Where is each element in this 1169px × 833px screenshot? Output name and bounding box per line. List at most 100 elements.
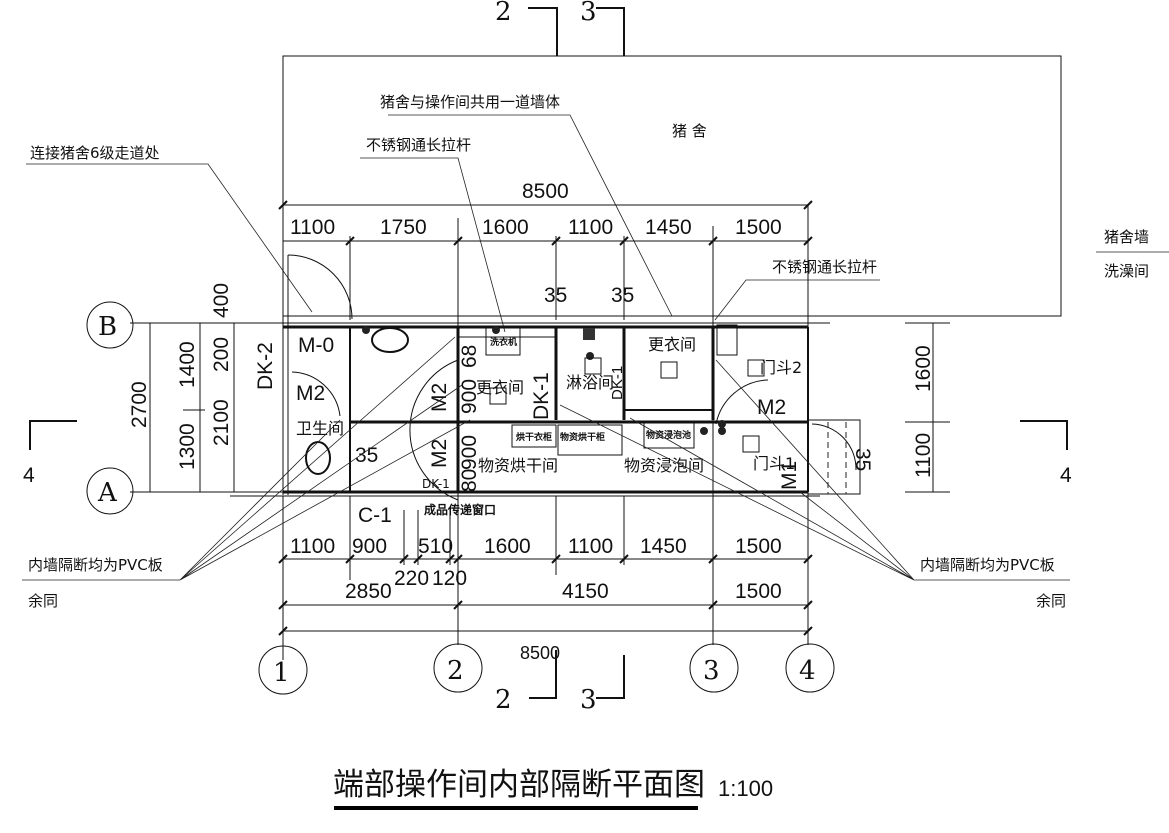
room-toilet: 卫生间 [296, 419, 344, 438]
disinfect-mat-icon [716, 324, 738, 356]
opening-m2-lower: M2 [428, 439, 451, 468]
doors [287, 254, 857, 501]
sink-icon [371, 327, 409, 353]
door-swing-m2-center [409, 359, 459, 501]
annotation-text: 猪舍与操作间共用一道墙体 [380, 93, 560, 111]
dim-top-small: 35 [611, 284, 634, 307]
pig-house-label: 猪 舍 [672, 122, 707, 140]
axis-3: 3 [689, 643, 739, 693]
washer-box [485, 326, 521, 356]
dim-inner: 900 [458, 435, 481, 470]
dim-bottom-seg: 1100 [290, 535, 335, 558]
floor-drain-icon [492, 326, 500, 334]
opening-dk1-window: DK-1 [422, 477, 450, 491]
door-swing-m0 [287, 254, 353, 320]
axis-1: 1 [258, 631, 308, 695]
section-mark-top: 2 3 [495, 0, 625, 56]
dim-top-seg: 1750 [380, 216, 427, 239]
left-dimension-chain: 2700 1400 1300 400 200 2100 [128, 283, 283, 493]
dim-right: 1100 [912, 433, 935, 478]
section-mark-bottom: 2 3 [495, 650, 625, 715]
section-label-left: 4 [23, 464, 35, 487]
partition-leaders-right: 内墙隔断均为PVC板 余同 [559, 359, 1070, 610]
section-label-bottom-right: 3 [580, 685, 597, 715]
dim-top-total: 8500 [522, 180, 569, 203]
dim-top-seg: 1600 [482, 216, 529, 239]
room-shower: 淋浴间 [566, 373, 614, 392]
annotation-text: 洗澡间 [1104, 262, 1149, 280]
fixture-pass-window: 成品传递窗口 [424, 502, 496, 517]
axis-label: 3 [703, 656, 720, 686]
annotation-text: 不锈钢通长拉杆 [366, 136, 471, 154]
dim-top-seg: 1100 [290, 216, 335, 239]
axis-2: 2 [433, 643, 483, 693]
opening-dk2: DK-2 [254, 342, 277, 390]
section-label-top-right: 3 [580, 0, 597, 27]
axis-a: A [86, 467, 134, 515]
dim-bottom-seg: 1500 [735, 535, 782, 558]
lamp-icon [747, 359, 765, 377]
opening-m2-right: M2 [757, 396, 786, 419]
dim-right: 1600 [912, 345, 935, 392]
axis-label: 2 [447, 656, 464, 686]
dim-bottom-seg: 1450 [640, 535, 687, 558]
dim-bottom-group: 2850 [345, 580, 392, 603]
fixtures: 洗衣机 烘干衣柜 物资烘干柜 物资浸泡池 [305, 324, 765, 475]
room-drying: 物资烘干间 [478, 456, 558, 475]
dim-bottom-group: 1500 [735, 580, 782, 603]
axis-b: B [86, 301, 134, 349]
axis-label: B [98, 312, 117, 342]
dim-inner: 68 [458, 345, 481, 368]
fixture-supply-dryer: 物资烘干柜 [560, 431, 605, 443]
dim-left-total: 2700 [128, 381, 151, 428]
opening-dk1-right: DK-1 [609, 366, 626, 400]
dim-inner: 35 [355, 444, 378, 467]
dim-bottom-seg: 1600 [484, 535, 531, 558]
bottom-dimension-chain: 1100 900 510 1600 1100 1450 1500 220 120… [278, 496, 813, 663]
dim-inner: 80 [458, 469, 481, 492]
annotation-text: 不锈钢通长拉杆 [772, 258, 877, 276]
dryer-cabinet-box [511, 424, 557, 448]
fixture-supply-soak: 物资浸泡池 [646, 429, 691, 441]
partition-leaders-left: 内墙隔断均为PVC板 余同 [22, 336, 471, 610]
axis-4: 4 [785, 643, 835, 693]
opening-m2-upper: M2 [428, 383, 451, 412]
dim-left-inner: 400 [210, 283, 233, 318]
annotation-shared-wall: 猪舍与操作间共用一道墙体 [380, 93, 673, 317]
annotation-text: 内墙隔断均为PVC板 [920, 556, 1055, 574]
fixture-washer: 洗衣机 [490, 336, 517, 348]
title-scale: 1:100 [718, 776, 773, 801]
fixture-dryer-cabinet: 烘干衣柜 [516, 431, 552, 443]
building-walls [230, 318, 861, 497]
opening-m0: M-0 [298, 334, 334, 357]
dim-inner: 900 [458, 379, 481, 414]
door-swing-toilet [291, 371, 341, 417]
annotation-cut-right: 猪舍墙 洗澡间 [1096, 228, 1169, 280]
axis-label: 4 [799, 656, 816, 686]
dim-left-mid: 1400 [176, 341, 199, 388]
supply-dryer-box [557, 424, 623, 456]
shower-drain-icon [583, 328, 595, 340]
section-label-right: 4 [1060, 464, 1072, 487]
room-soaking: 物资浸泡间 [624, 456, 704, 475]
dim-left-mid: 1300 [176, 423, 199, 470]
opening-c1: C-1 [358, 504, 392, 527]
room-changing-2: 更衣间 [648, 335, 696, 354]
room-changing-1: 更衣间 [476, 378, 524, 397]
drawing-title: 端部操作间内部隔断平面图 1:100 [333, 767, 773, 810]
lamp-icon [489, 387, 507, 405]
opening-dk1-center: DK-1 [530, 372, 553, 420]
opening-m1: M1 [778, 461, 801, 490]
room-vestibule-2: 门斗2 [760, 358, 802, 377]
lamp-icon [742, 435, 760, 453]
annotation-connect-corridor: 连接猪舍6级走道处 [26, 144, 313, 313]
dim-top-seg: 1100 [568, 216, 613, 239]
section-label-top-left: 2 [495, 0, 512, 27]
floor-drain-icon [586, 352, 594, 360]
dim-bottom-group: 4150 [562, 580, 609, 603]
title-text: 端部操作间内部隔断平面图 [333, 767, 705, 803]
annotation-text: 连接猪舍6级走道处 [30, 144, 160, 162]
dim-top-seg: 1450 [645, 216, 692, 239]
section-mark-left: 4 [23, 420, 77, 487]
door-swing-m1 [811, 423, 857, 471]
